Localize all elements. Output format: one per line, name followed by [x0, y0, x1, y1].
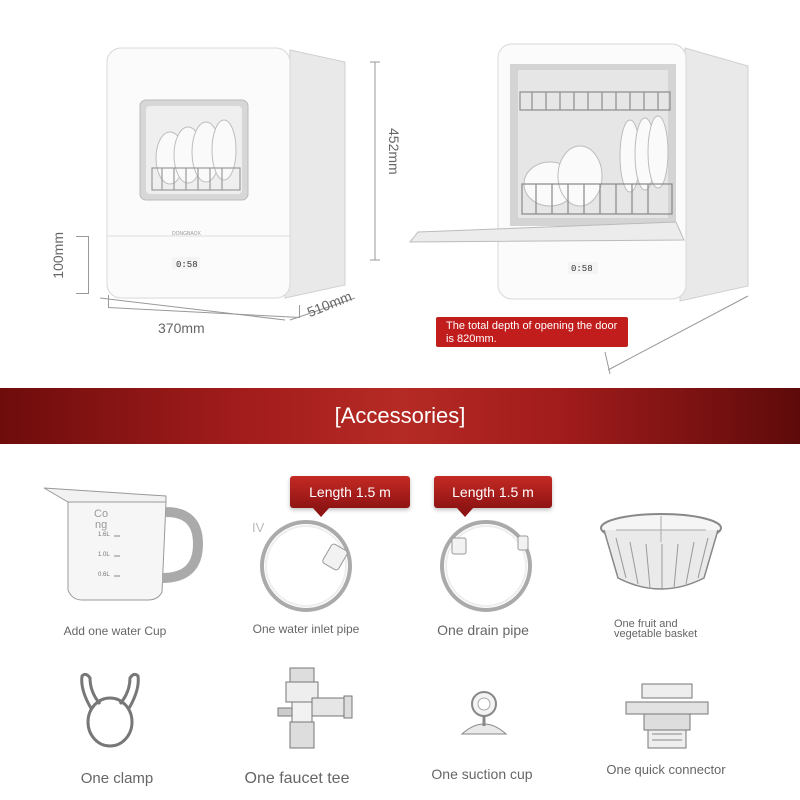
- panel-height-bracket: [76, 236, 89, 294]
- drain-pipe-icon: [434, 514, 544, 614]
- drain-pipe-length-tag: Length 1.5 m: [434, 476, 552, 517]
- quick-connector-icon: [622, 680, 712, 752]
- panel-height-dimension-label: 100mm: [50, 232, 66, 279]
- dishwasher-open-illustration: 0:58: [400, 36, 760, 376]
- cup-mark-3: 0.6L: [98, 572, 110, 578]
- accessory-label-quick-connector: One quick connector: [606, 762, 726, 777]
- control-display: 0:58: [176, 260, 198, 270]
- accessory-label-faucet-tee: One faucet tee: [244, 770, 350, 787]
- accessories-banner: [Accessories]: [0, 388, 800, 444]
- cup-mark-ng: ng: [95, 519, 108, 531]
- faucet-tee-icon: [270, 664, 360, 754]
- accessory-label-suction-cup: One suction cup: [431, 766, 533, 782]
- water-cup-icon: [38, 482, 208, 602]
- accessory-label-inlet-pipe: One water inlet pipe: [252, 622, 360, 636]
- cup-mark-2: 1.0L: [98, 552, 110, 558]
- height-dimension-label: 452mm: [386, 128, 402, 175]
- section-title: [Accessories]: [334, 403, 466, 428]
- cup-mark-1: 1.6L: [98, 532, 110, 538]
- accessory-label-water-cup: Add one water Cup: [63, 624, 167, 638]
- accessory-label-clamp: One clamp: [80, 770, 154, 787]
- inlet-pipe-length-tag: Length 1.5 m: [290, 476, 410, 517]
- suction-cup-icon: [454, 684, 514, 744]
- clamp-icon: [70, 670, 150, 750]
- accessory-label-basket: One fruit and vegetable basket: [614, 618, 698, 640]
- brand-label: DONGBAOX: [172, 231, 202, 237]
- accessory-label-drain-pipe: One drain pipe: [437, 622, 529, 638]
- door-depth-note: The total depth of opening the door is 8…: [436, 317, 628, 347]
- open-control-display: 0:58: [571, 264, 593, 274]
- basket-icon: [596, 508, 726, 598]
- width-dimension-label: 370mm: [158, 320, 205, 336]
- inlet-pipe-icon: [256, 514, 366, 614]
- cup-mark-co: Co: [94, 508, 109, 520]
- pipe-mark: IV: [252, 520, 265, 535]
- dishwasher-closed-illustration: DONGBAOX 0:58: [52, 39, 400, 340]
